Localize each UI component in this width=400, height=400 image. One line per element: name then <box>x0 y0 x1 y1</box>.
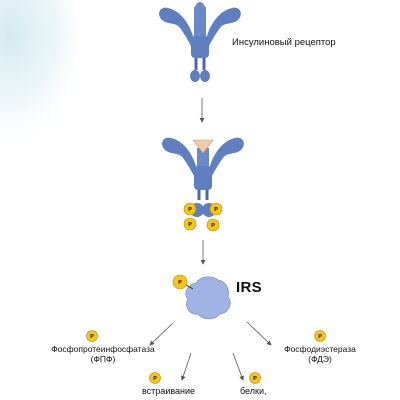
phosphate-icon: P <box>172 274 188 290</box>
arrow-to-proteins <box>232 352 244 381</box>
svg-text:P: P <box>318 334 322 340</box>
phosphate-icon: P <box>314 330 326 342</box>
watercolor-background <box>0 0 103 140</box>
irs-label: IRS <box>236 279 262 296</box>
proteins-label: белки, <box>240 386 267 396</box>
phosphodiesterase-label: Фосфодиэстераза (ФДЭ) <box>265 344 375 365</box>
phosphate-icon: P <box>149 372 161 384</box>
insertion-label: встраивание <box>142 386 196 396</box>
arrow-to-insertion <box>180 352 192 381</box>
insulin-receptor-label: Инсулиновый рецептор <box>232 37 336 48</box>
phosphate-icon: P <box>206 218 220 232</box>
phosphatase-name: Фосфопротеинфосфатаза <box>51 344 155 354</box>
phosphate-icon: P <box>183 217 197 231</box>
svg-text:P: P <box>153 376 157 382</box>
phosphatase-label: Фосфопротеинфосфатаза (ФПФ) <box>28 344 178 365</box>
arrow-to-phosphodiesterase <box>246 321 272 346</box>
insulin-receptor-inactive <box>159 2 241 82</box>
svg-text:P: P <box>188 207 192 213</box>
svg-text:P: P <box>178 280 182 286</box>
irs-protein-blob <box>185 276 231 320</box>
phosphodiesterase-abbr: (ФДЭ) <box>308 353 332 364</box>
irs-phosphate-link <box>185 284 194 290</box>
svg-text:P: P <box>90 334 94 340</box>
receptor-phosphate-group: P P P P <box>183 202 223 232</box>
insulin-molecule <box>192 139 214 154</box>
phosphate-icon: P <box>209 202 223 216</box>
phosphodiesterase-name: Фосфодиэстераза <box>284 344 356 354</box>
svg-text:P: P <box>253 376 257 382</box>
phosphatase-abbr: (ФПФ) <box>90 353 116 364</box>
svg-text:P: P <box>214 207 218 213</box>
phosphate-icon: P <box>249 372 261 384</box>
svg-text:P: P <box>211 223 215 229</box>
svg-text:P: P <box>188 222 192 228</box>
arrow-to-phosphatase <box>149 322 174 346</box>
phosphate-icon: P <box>183 202 197 216</box>
phosphate-icon: P <box>86 330 98 342</box>
